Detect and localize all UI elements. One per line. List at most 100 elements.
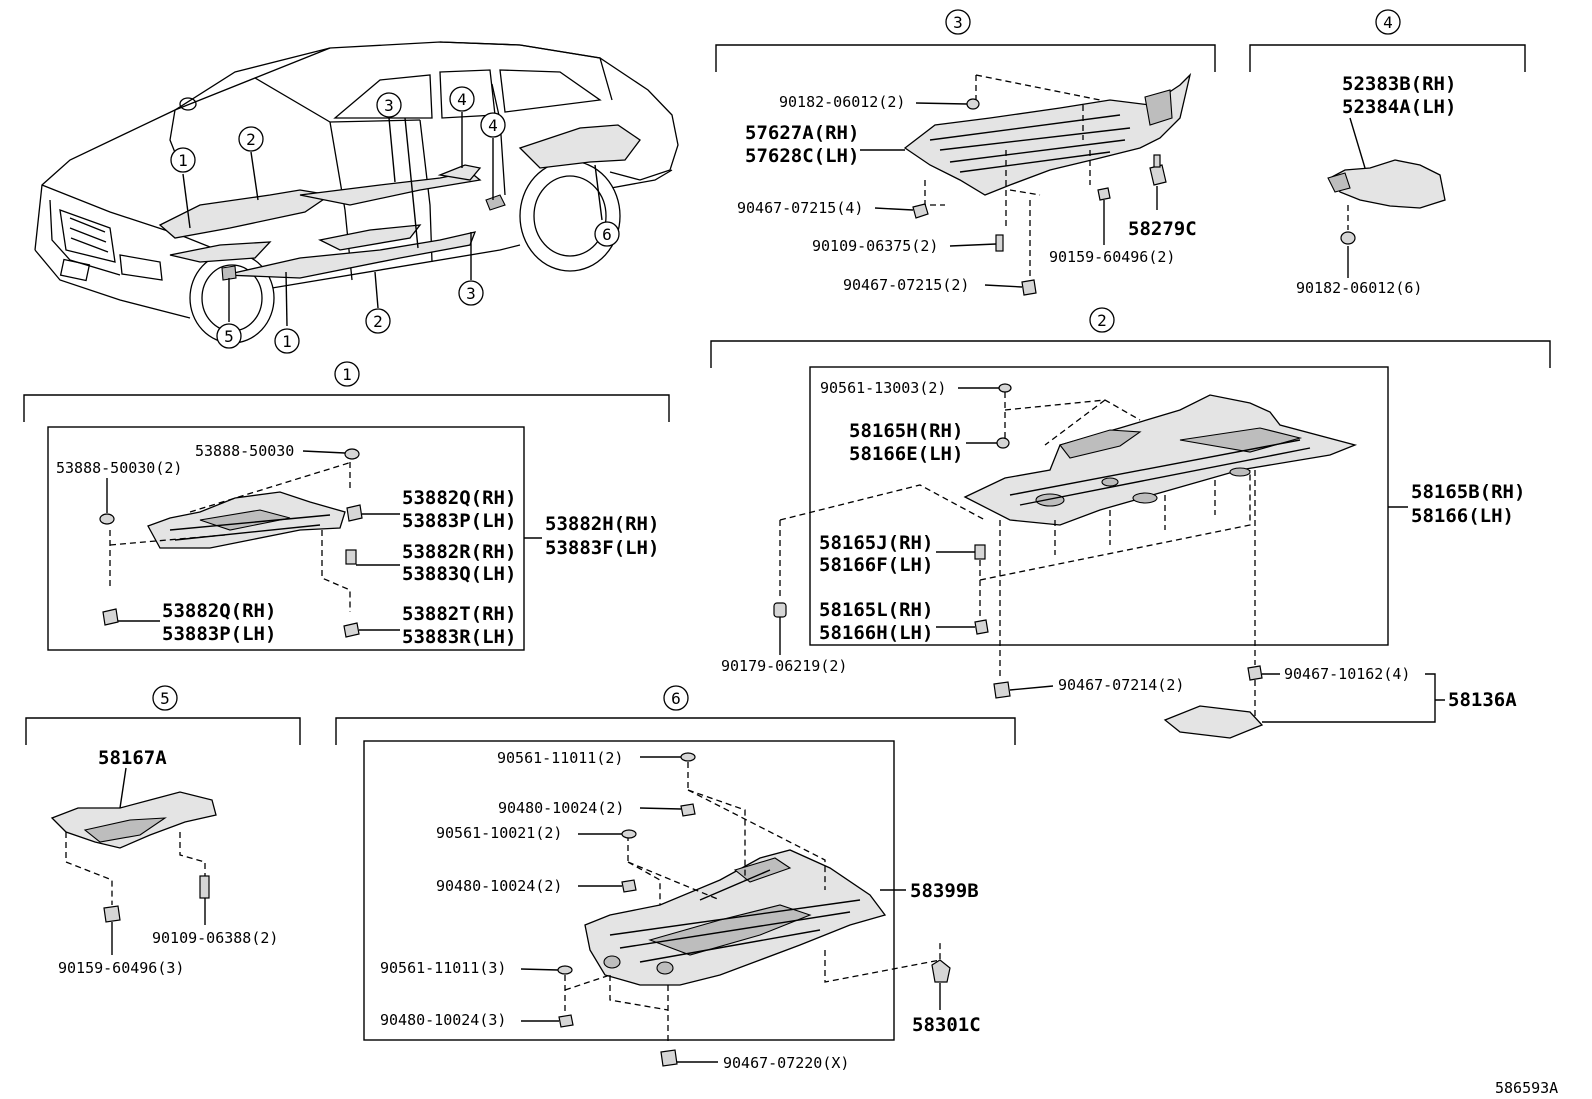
label-90561-11011-3: 90561-11011(3) [380,959,506,977]
group-2-number: 2 [1097,311,1107,330]
label-90561-13003: 90561-13003(2) [820,379,946,397]
bumper-58279C-icon [1149,164,1167,186]
group-1-section: 1 53888-50030 53888-50030(2) 53882Q(RH) … [23,361,670,651]
label-58301C: 58301C [912,1014,981,1036]
label-53882R-RH: 53882R(RH) [402,541,516,563]
clip-53882T-icon [343,622,360,638]
group-5-number: 5 [160,689,170,708]
label-90480-10024-2a: 90480-10024(2) [498,799,624,817]
label-53883Q-LH: 53883Q(LH) [402,563,516,585]
clip-90561-11011-3-icon [557,965,573,975]
car-overview-illustration [34,41,679,344]
clip-90467-10162-icon [1247,665,1263,681]
clip-90467-07215-b-icon [1021,279,1037,296]
car-callout-2-lower: 2 [365,308,391,334]
label-53888-50030-2: 53888-50030(2) [56,459,182,477]
label-58167A: 58167A [98,747,167,769]
callout-number: 6 [602,225,612,244]
group-2-section: 2 90561-13003(2) 58165H(RH) 58166E(LH) [710,307,1551,739]
clip-53882R-icon [345,549,357,565]
clip-90467-07214-icon [993,681,1011,699]
label-90480-10024-2b: 90480-10024(2) [436,877,562,895]
label-58165B-RH: 58165B(RH) [1411,481,1525,503]
clip-53888-50030-icon [344,448,360,460]
label-90109-06375: 90109-06375(2) [812,237,938,255]
clip-90480-10024-2a-icon [680,803,696,817]
label-53883R-LH: 53883R(LH) [402,626,516,648]
label-53883P-LH-a: 53883P(LH) [402,510,516,532]
callout-number: 2 [373,312,383,331]
label-90182-06012: 90182-06012(2) [779,93,905,111]
floor-cover-58165B-shape [963,394,1358,526]
label-58165J-RH: 58165J(RH) [819,532,933,554]
label-90480-10024-3: 90480-10024(3) [380,1011,506,1029]
car-callout-2-upper: 2 [238,126,264,152]
clip-90179-06219-icon [773,602,787,618]
label-53882Q-RH-b: 53882Q(RH) [162,600,276,622]
callout-number: 4 [488,116,498,135]
clip-90467-07215-icon [912,203,929,219]
group-1-number: 1 [342,365,352,384]
clip-58165H-icon [996,437,1010,449]
label-52383B-RH: 52383B(RH) [1342,73,1456,95]
callout-number: 1 [178,151,188,170]
bolt-90109-06375-icon [995,234,1004,252]
car-callout-4-a: 4 [449,86,475,112]
car-callout-3-lower: 3 [458,280,484,306]
label-90159-60496: 90159-60496(2) [1049,248,1175,266]
car-callout-4-b: 4 [480,112,506,138]
label-90467-07220: 90467-07220(X) [723,1054,849,1072]
callout-number: 1 [282,332,292,351]
clip-58165J-icon [974,544,986,560]
callout-number: 5 [224,327,234,346]
car-callout-3-upper: 3 [376,92,402,118]
clip-53882Q-icon [346,504,363,522]
label-90182-06012-6: 90182-06012(6) [1296,279,1422,297]
label-90467-07214: 90467-07214(2) [1058,676,1184,694]
car-callout-1-front: 1 [170,147,196,173]
car-callout-1-lower: 1 [274,328,300,354]
label-53882Q-RH-a: 53882Q(RH) [402,487,516,509]
callout-number: 3 [384,96,394,115]
label-57628C-LH: 57628C(LH) [745,145,859,167]
label-58166F-LH: 58166F(LH) [819,554,933,576]
clip-90480-10024-2b-icon [621,879,637,893]
label-90467-10162: 90467-10162(4) [1284,665,1410,683]
clip-90561-11011-2-icon [680,752,696,762]
cover-58136A-shape [1163,705,1264,739]
clip-90467-07220-icon [660,1049,678,1067]
group-4-number: 4 [1383,13,1393,32]
clip-58165L-icon [974,619,989,635]
label-53883P-LH-b: 53883P(LH) [162,623,276,645]
label-90467-07215-2: 90467-07215(2) [843,276,969,294]
label-53882T-RH: 53882T(RH) [402,603,516,625]
callout-number: 2 [246,130,256,149]
group-2-detail-box [809,366,1389,646]
label-58165H-RH: 58165H(RH) [849,420,963,442]
callout-number: 3 [466,284,476,303]
bolt-90109-06388-icon [199,875,210,899]
label-53888-50030: 53888-50030 [195,442,294,460]
label-53882H-RH: 53882H(RH) [545,513,659,535]
label-58166-LH: 58166(LH) [1411,505,1514,527]
callout-number: 4 [457,90,467,109]
clip-53882Q-b-icon [102,608,119,626]
label-58136A: 58136A [1448,689,1517,711]
diagram-id: 586593A [1495,1079,1558,1097]
group-3-number: 3 [953,13,963,32]
nut-90159-60496-3-icon [103,905,121,923]
clip-53888-50030-2-icon [99,513,115,525]
label-90109-06388: 90109-06388(2) [152,929,278,947]
clip-90561-10021-icon [621,829,637,839]
label-90561-11011-2: 90561-11011(2) [497,749,623,767]
underbody-cover-57627A-shape [903,72,1192,196]
clip-90182-06012-icon [966,98,980,110]
nut-90159-60496-icon [1097,187,1111,201]
fender-liner-52383B-shape [1329,159,1446,209]
label-90179-06219: 90179-06219(2) [721,657,847,675]
group-5-section: 5 58167A 90109-06388(2) 90159-60496(3) [25,685,301,977]
group-4-section: 4 52383B(RH) 52384A(LH) 90182-06012(6) [1249,9,1526,297]
label-57627A-RH: 57627A(RH) [745,122,859,144]
group-3-section: 3 90182-06012(2) 57627A(RH) 57628C(LH) 9… [715,9,1216,296]
